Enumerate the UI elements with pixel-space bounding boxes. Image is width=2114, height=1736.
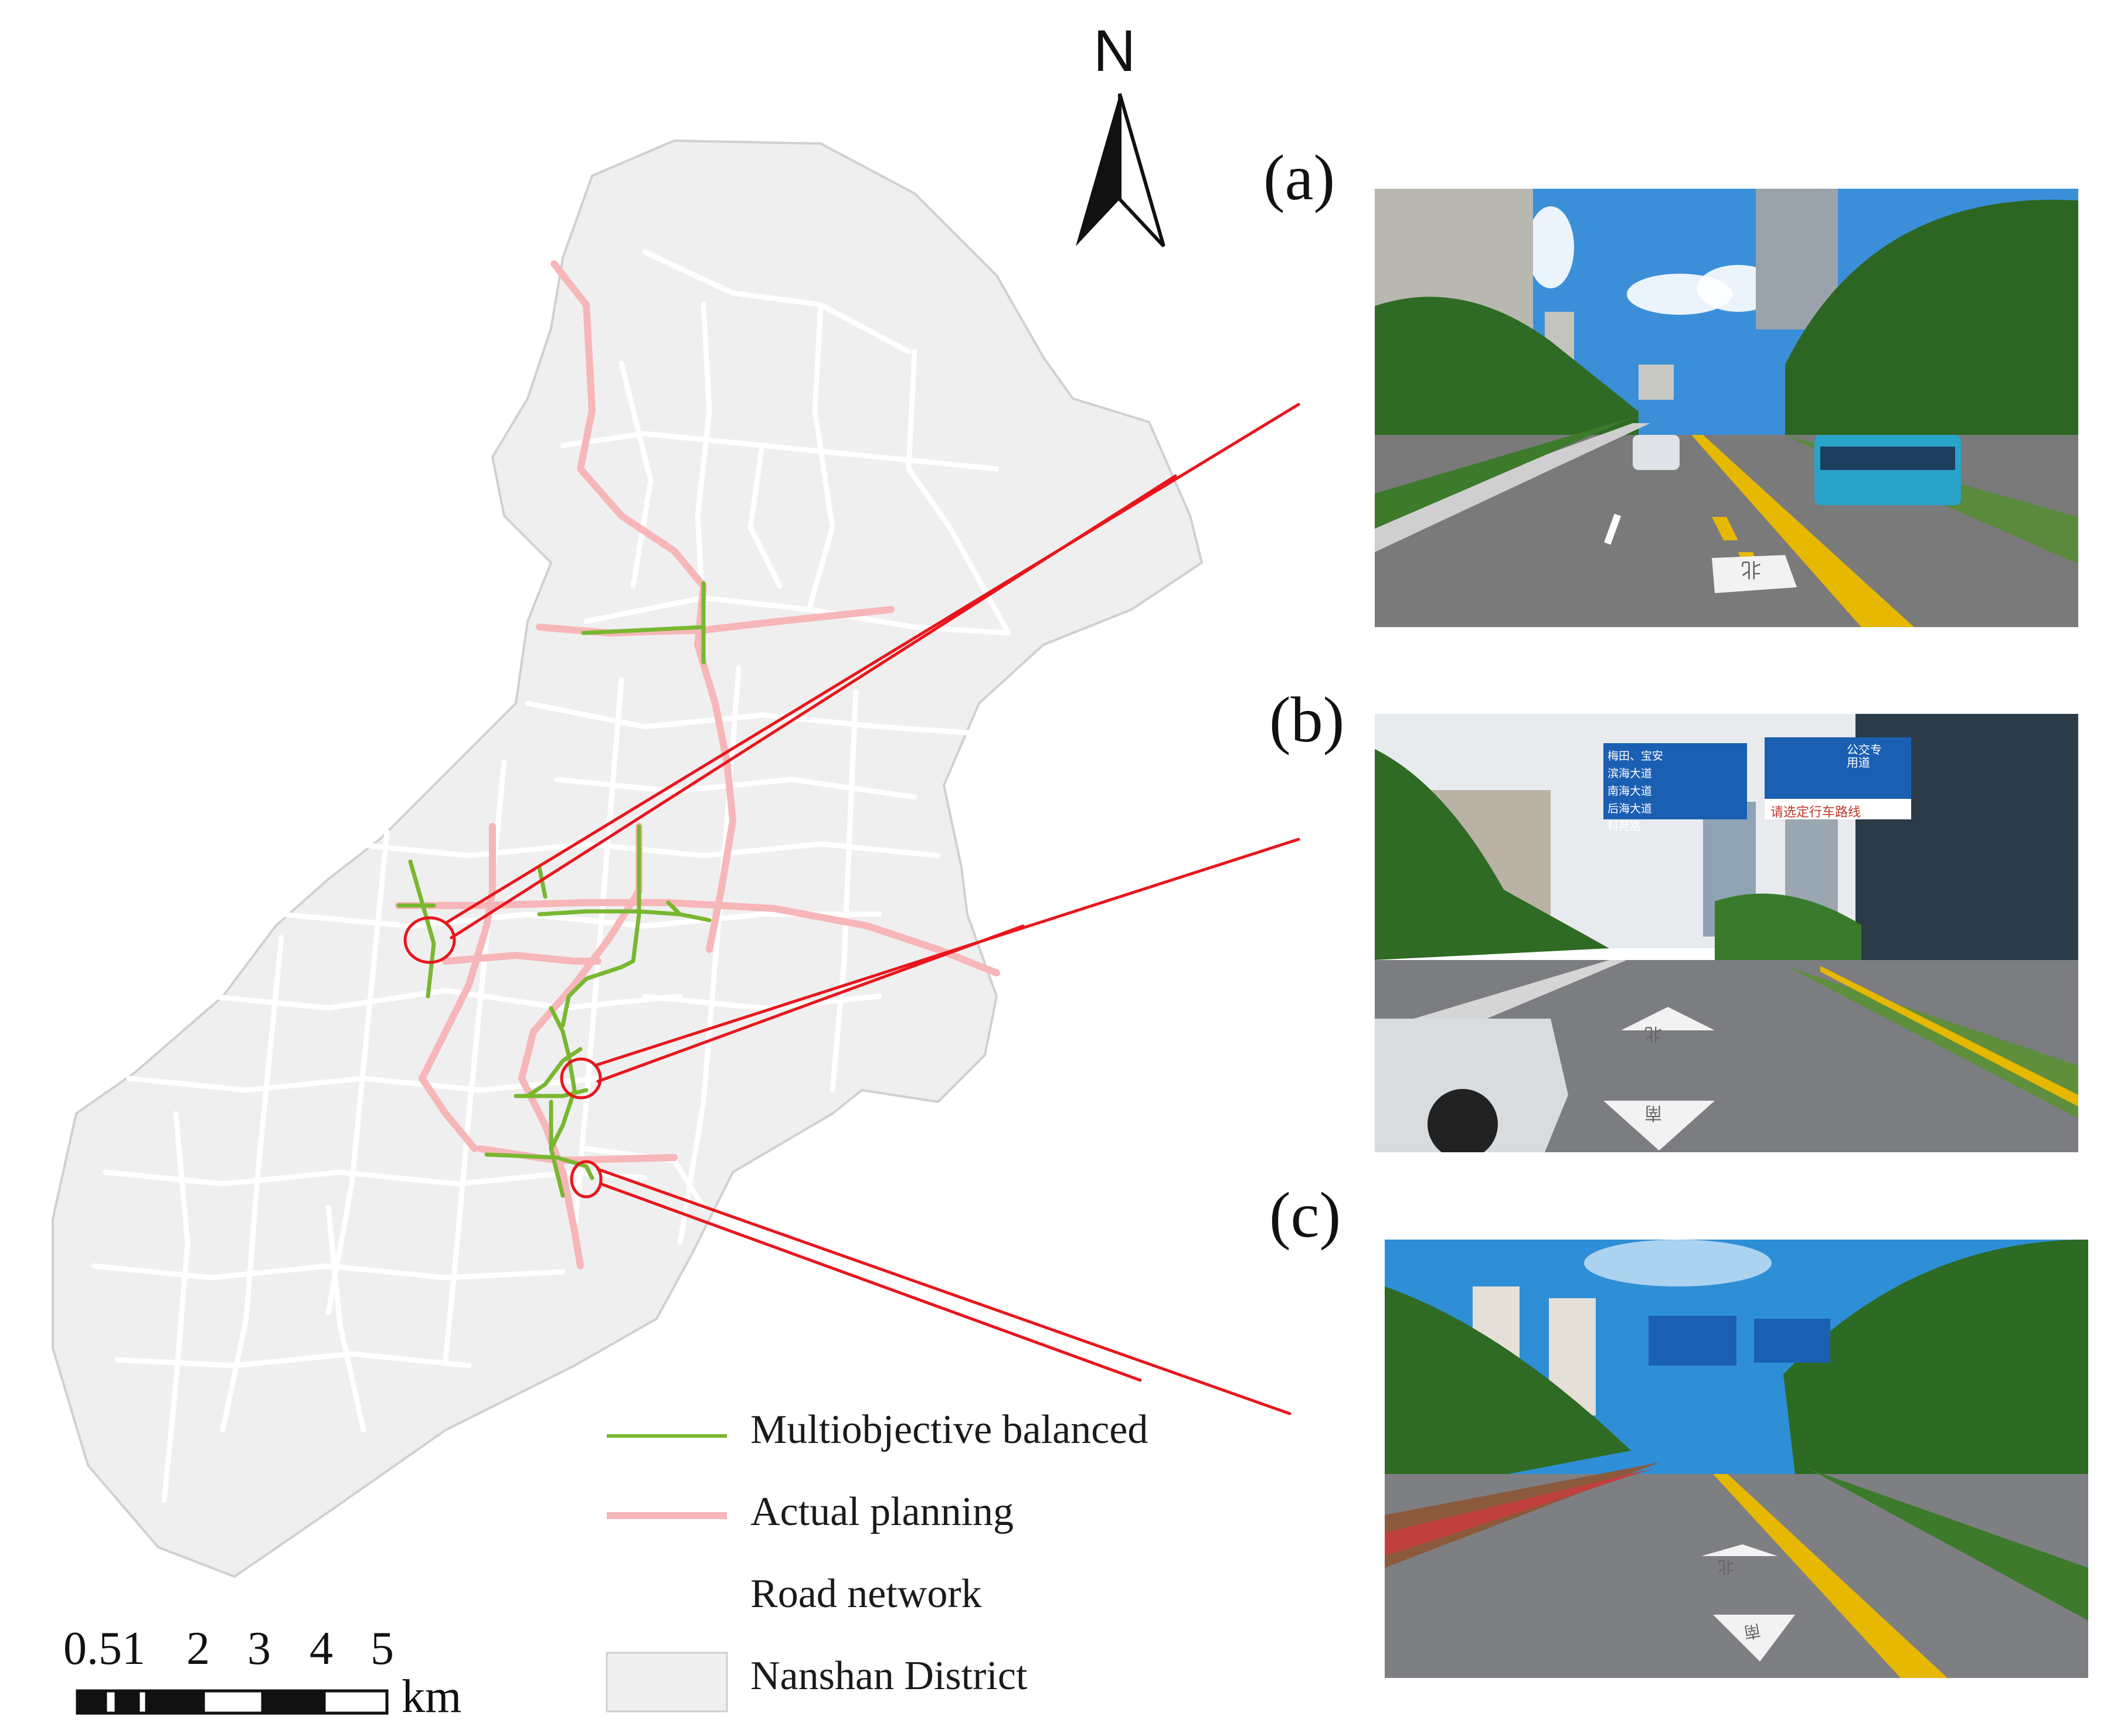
photo-b-sign-right-top: 公交专用道 [1847, 743, 1882, 770]
north-arrow-icon [1076, 93, 1165, 248]
photo-b [1375, 714, 2078, 1152]
multiobjective-routes [396, 581, 712, 1198]
legend-label-multiobjective: Multiobjective balanced [750, 1407, 1148, 1452]
photo-a [1375, 189, 2078, 627]
photo-c-road-marking-1: 北 [1718, 1557, 1735, 1577]
sign-left-line-0: 梅田、宝安 [1607, 750, 1664, 763]
photo-b-road-marking-2: 南 [1644, 1102, 1662, 1123]
scale-unit: km [402, 1671, 462, 1723]
sign-left-line-2: 南海大道 [1607, 785, 1653, 798]
scale-tick-3: 3 [247, 1623, 271, 1674]
nanshan-district-area [52, 139, 1204, 1578]
callout-circle-a [403, 916, 456, 964]
legend-label-actual: Actual planning [750, 1489, 1014, 1534]
callout-line-b2 [596, 924, 1025, 1083]
callout-lines [403, 403, 1300, 1415]
scale-bar [76, 1689, 389, 1715]
panel-label-b: (b) [1269, 684, 1345, 755]
photo-b-sign-left: 梅田、宝安 滨海大道 南海大道 后海大道 科苑路 [1607, 747, 1748, 835]
callout-circle-c [570, 1160, 603, 1199]
callout-line-c1 [596, 1167, 1291, 1415]
callout-circle-b [560, 1057, 602, 1100]
photo-b-road-marking-1: 北 [1644, 1023, 1662, 1044]
panel-label-c: (c) [1269, 1179, 1341, 1251]
photo-a-road-marking: 北 [1741, 557, 1761, 581]
legend-label-district: Nanshan District [750, 1653, 1028, 1698]
photo-c [1385, 1240, 2088, 1678]
scale-tick-0: 0.51 [63, 1623, 145, 1674]
callout-line-c2 [599, 1182, 1142, 1382]
scale-tick-2: 2 [186, 1623, 210, 1674]
sign-left-line-1: 滨海大道 [1607, 767, 1653, 780]
callout-line-a1 [444, 403, 1300, 925]
legend-box-district [606, 1652, 728, 1713]
scale-tick-4: 4 [310, 1623, 333, 1674]
panel-label-a: (a) [1263, 142, 1335, 213]
sign-left-line-3: 后海大道 [1607, 802, 1653, 815]
sign-left-line-4: 科苑路 [1607, 820, 1641, 833]
legend-label-road: Road network [750, 1571, 982, 1616]
callout-line-a2 [450, 474, 1177, 940]
photo-b-sign-right-bottom: 请选定行车路线 [1770, 805, 1861, 820]
scale-tick-5: 5 [371, 1623, 394, 1674]
road-network [91, 249, 1011, 1503]
north-label: N [1093, 18, 1136, 84]
